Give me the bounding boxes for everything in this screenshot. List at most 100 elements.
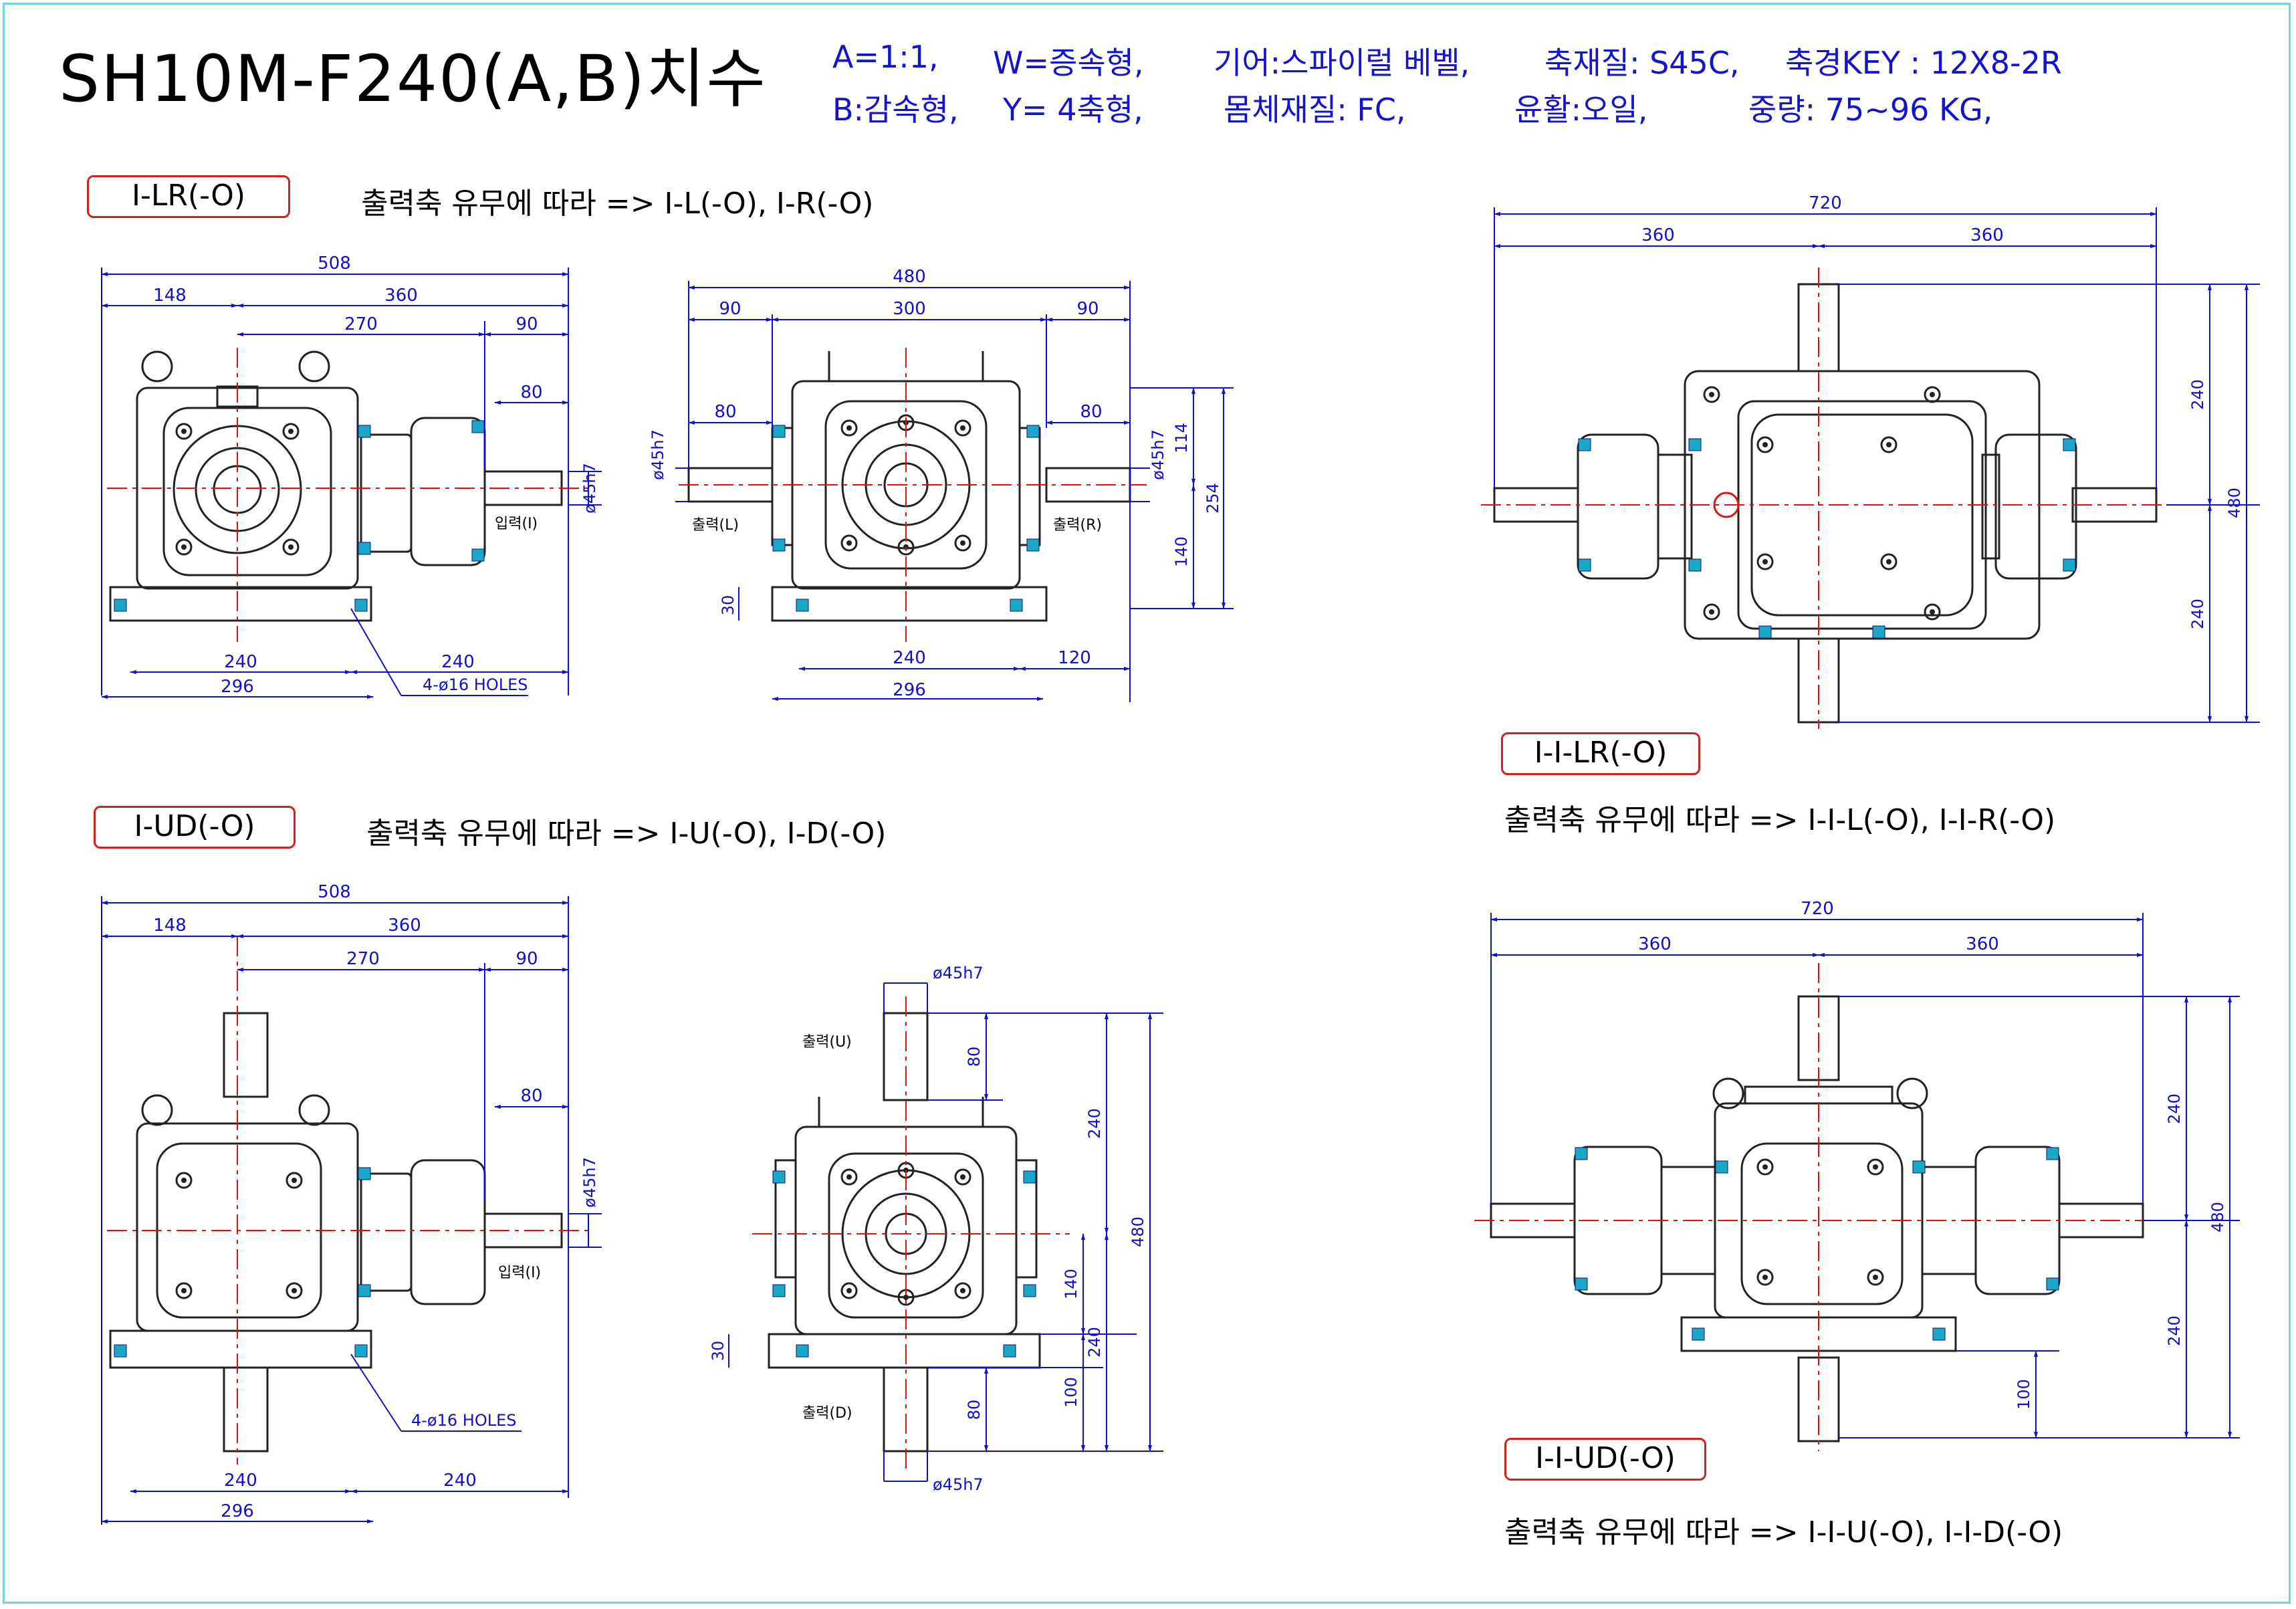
dim-240: 240	[893, 648, 926, 668]
dim-shaft-dia-top: ø45h7	[933, 964, 984, 982]
dim-120: 120	[1058, 648, 1091, 668]
dim-480: 480	[2225, 488, 2244, 518]
spec-lubrication: 윤활:오일,	[1514, 92, 1648, 128]
dim-148: 148	[153, 286, 187, 306]
dim-100: 100	[1062, 1377, 1080, 1408]
dim-508: 508	[318, 253, 351, 274]
base-plate	[109, 1329, 372, 1369]
dim-300: 300	[893, 299, 926, 319]
view-ilr-top-bolts	[1578, 386, 2076, 639]
dim-shaft-dia: ø45h7	[580, 1157, 599, 1208]
spec-body-material: 몸체재질: FC,	[1224, 92, 1406, 128]
dim-480: 480	[893, 267, 926, 287]
base-plate	[768, 1333, 1041, 1369]
dim-360: 360	[1641, 225, 1675, 245]
base-plate	[109, 586, 372, 622]
view-lr-front	[687, 351, 1131, 622]
dim-90: 90	[1076, 299, 1099, 319]
dim-140: 140	[1172, 536, 1191, 567]
spec-speedup: W=증속형,	[993, 45, 1144, 81]
dim-148: 148	[153, 916, 187, 936]
dim-240: 240	[443, 1471, 477, 1491]
section-tag-lr: I-LR(-O)	[87, 175, 290, 218]
section-note-iud: 출력축 유무에 따라 => I-I-U(-O), I-I-D(-O)	[1504, 1515, 2063, 1549]
view-ud-side-dimlines	[101, 896, 602, 1525]
label-holes: 4-ø16 HOLES	[411, 1411, 517, 1430]
dim-114: 114	[1172, 423, 1191, 453]
dim-360: 360	[1638, 934, 1672, 954]
dim-240: 240	[2165, 1093, 2184, 1124]
dim-240: 240	[2165, 1315, 2184, 1346]
dim-240: 240	[1085, 1108, 1104, 1139]
dim-100: 100	[2015, 1379, 2033, 1410]
spec-ratio-b: B:감속형,	[832, 92, 959, 128]
view-ilr-top	[1493, 283, 2158, 724]
base-plate	[771, 586, 1048, 622]
view-ilr-top-centerlines	[1481, 267, 2166, 729]
dim-shaft-dia: ø45h7	[649, 429, 667, 480]
spec-gear: 기어:스파이럴 베벨,	[1214, 45, 1470, 81]
label-output-r: 출력(R)	[1053, 517, 1102, 534]
label-input: 입력(I)	[498, 1265, 541, 1281]
view-ilr-top-dimlines	[1494, 207, 2260, 723]
view-iud-front	[1490, 995, 2144, 1442]
bearing-housing	[410, 417, 486, 566]
dim-296: 296	[221, 1501, 254, 1521]
dim-240: 240	[441, 652, 475, 672]
spec-ratio-a: A=1:1,	[832, 39, 939, 75]
view-iud-front-centerlines	[1474, 963, 2156, 1451]
label-output-u: 출력(U)	[802, 1034, 852, 1051]
label-output-l: 출력(L)	[692, 517, 739, 534]
dim-140: 140	[1062, 1269, 1080, 1299]
dim-90: 90	[515, 949, 538, 969]
label-output-d: 출력(D)	[802, 1405, 852, 1422]
view-lr-front-dimlines	[675, 281, 1234, 702]
label-input: 입력(I)	[495, 516, 538, 532]
label-holes: 4-ø16 HOLES	[423, 675, 528, 694]
view-iud-front-dimlines	[1490, 913, 2240, 1438]
dim-shaft-dia: ø45h7	[1149, 429, 1167, 480]
dim-90: 90	[719, 299, 741, 319]
view-lr-side-bolts	[114, 420, 485, 612]
spec-key: 축경KEY : 12X8-2R	[1785, 45, 2062, 81]
view-lr-front-centerlines	[679, 348, 1147, 642]
gearbox-body	[136, 1122, 359, 1332]
dim-240: 240	[224, 652, 257, 672]
section-tag-ud: I-UD(-O)	[94, 806, 296, 849]
dim-296: 296	[221, 677, 254, 697]
dim-720: 720	[1801, 899, 1834, 919]
section-note-ilr: 출력축 유무에 따라 => I-I-L(-O), I-I-R(-O)	[1504, 803, 2056, 837]
dim-240: 240	[2188, 379, 2207, 410]
dim-480: 480	[1129, 1216, 1147, 1247]
dim-90: 90	[515, 314, 538, 334]
spec-shaft-material: 축재질: S45C,	[1544, 45, 1740, 81]
view-ud-front	[768, 1012, 1041, 1453]
view-ud-side	[109, 1012, 563, 1453]
section-tag-iud: I-I-UD(-O)	[1504, 1438, 1706, 1481]
dim-480: 480	[2208, 1202, 2227, 1232]
dim-shaft-dia: ø45h7	[580, 463, 599, 514]
dim-254: 254	[1203, 483, 1222, 514]
spec-4shaft: Y= 4축형,	[1003, 92, 1143, 128]
view-iud-front-bolts	[1575, 1147, 2059, 1341]
output-shaft-down	[223, 1366, 269, 1453]
dim-80: 80	[1080, 402, 1102, 422]
dim-80: 80	[520, 1086, 542, 1106]
view-ud-front-centerlines	[752, 996, 1070, 1471]
view-lr-side-dimlines	[101, 267, 602, 699]
dim-270: 270	[346, 949, 380, 969]
sheet-border	[3, 3, 2291, 1604]
dim-80: 80	[714, 402, 736, 422]
dim-360: 360	[1966, 934, 1999, 954]
section-note-ud: 출력축 유무에 따라 => I-U(-O), I-D(-O)	[366, 817, 887, 851]
view-ud-front-dimlines	[728, 982, 1163, 1482]
dim-240: 240	[1085, 1327, 1104, 1358]
page-title: SH10M-F240(A,B)치수	[59, 41, 767, 116]
dim-80: 80	[965, 1400, 984, 1420]
dim-720: 720	[1809, 193, 1842, 213]
output-shaft-up	[223, 1012, 269, 1098]
dim-240: 240	[2188, 599, 2207, 629]
view-ud-side-centerlines	[107, 936, 588, 1465]
